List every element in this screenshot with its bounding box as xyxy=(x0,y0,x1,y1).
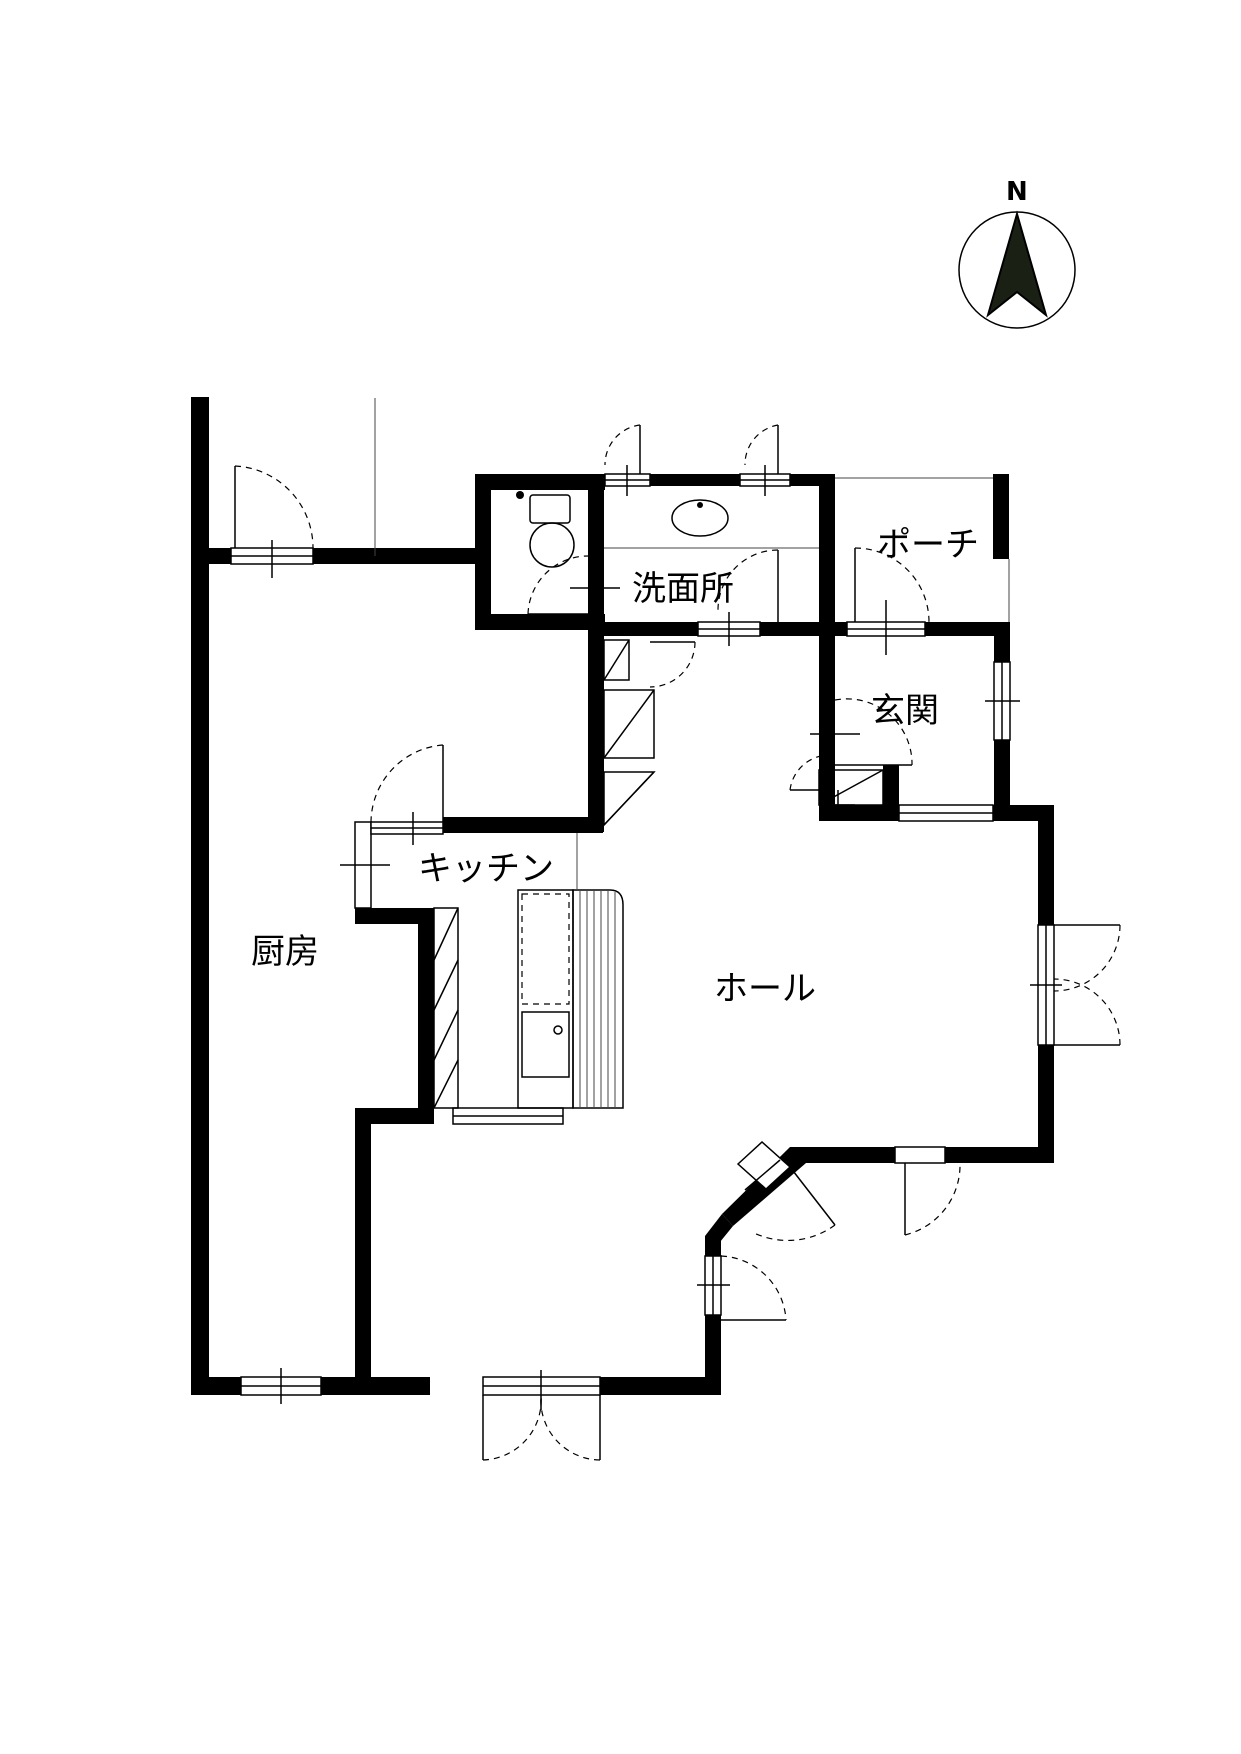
room-label-washroom: 洗面所 xyxy=(632,569,734,609)
fixtures xyxy=(433,491,884,1109)
room-label-back-kitchen: 厨房 xyxy=(251,932,319,972)
room-labels: 洗面所 ポーチ 玄関 キッチン 厨房 ホール xyxy=(251,525,979,1009)
room-label-entrance: 玄関 xyxy=(871,691,939,731)
north-compass: N xyxy=(958,177,1076,329)
room-label-hall: ホール xyxy=(714,969,816,1009)
room-label-kitchen: キッチン xyxy=(418,849,554,889)
north-arrow-icon xyxy=(986,210,1048,318)
room-label-porch: ポーチ xyxy=(877,525,979,565)
walls xyxy=(191,397,1054,1395)
north-label: N xyxy=(1006,177,1028,207)
